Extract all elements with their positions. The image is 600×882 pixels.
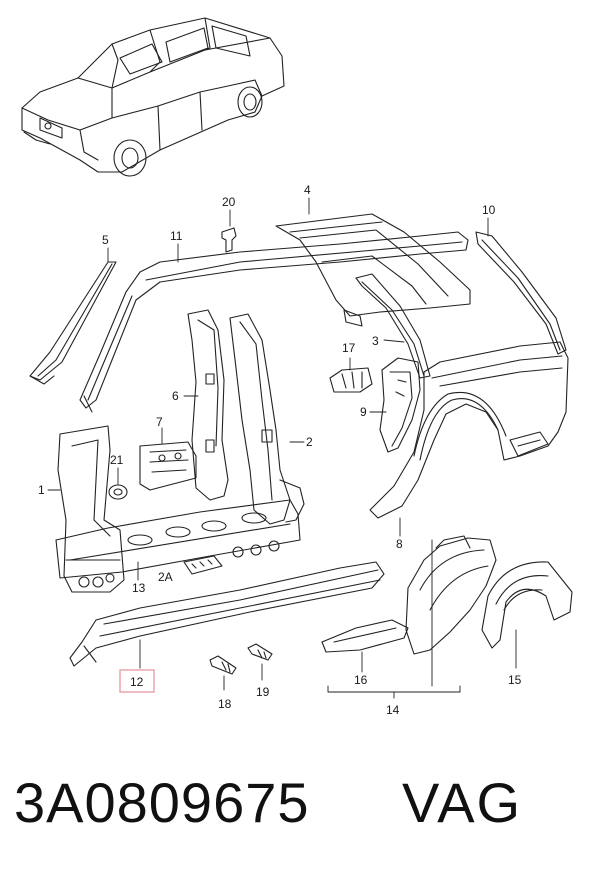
part-12-outer-sill[interactable] bbox=[69, 561, 385, 667]
callout-17: 17 bbox=[342, 341, 356, 355]
leader-lines bbox=[47, 197, 517, 699]
callout-9: 9 bbox=[360, 405, 367, 419]
callout-18: 18 bbox=[218, 697, 232, 711]
part-10-d-pillar-strip bbox=[475, 231, 567, 355]
callout-14: 14 bbox=[386, 703, 400, 717]
callout-20: 20 bbox=[222, 195, 236, 209]
part-11-roof-rail bbox=[79, 231, 469, 413]
part-5-a-pillar bbox=[29, 261, 117, 385]
part-number: 3A0809675 bbox=[14, 771, 310, 834]
brand-name: VAG bbox=[402, 771, 523, 834]
part-9-wheel-arch-inner bbox=[379, 357, 421, 453]
part-21-plug bbox=[108, 484, 128, 500]
part-2a-pad bbox=[183, 555, 223, 575]
callout-21: 21 bbox=[110, 453, 124, 467]
part-6-b-pillar-inner bbox=[187, 309, 229, 501]
callout-4: 4 bbox=[304, 183, 311, 197]
part-16-sill-extension bbox=[321, 619, 409, 653]
part-18-screw bbox=[209, 655, 237, 675]
callout-5: 5 bbox=[102, 233, 109, 247]
callout-1: 1 bbox=[38, 483, 45, 497]
callout-7: 7 bbox=[156, 415, 163, 429]
part-14-wheel-housing bbox=[405, 535, 497, 655]
part-19-screw bbox=[247, 643, 273, 661]
part-2-b-pillar-outer bbox=[229, 313, 305, 525]
part-4-roof-frame bbox=[275, 213, 471, 327]
highlight-box bbox=[119, 669, 155, 693]
callout-8: 8 bbox=[396, 537, 403, 551]
callout-19: 19 bbox=[256, 685, 270, 699]
part-17-bracket bbox=[329, 367, 373, 393]
callout-15: 15 bbox=[508, 673, 522, 687]
callout-10: 10 bbox=[482, 203, 496, 217]
callout-16: 16 bbox=[354, 673, 368, 687]
callout-2a: 2A bbox=[158, 570, 173, 584]
callout-labels: 20 4 10 5 11 3 17 6 9 7 2 21 1 8 2A 13 1… bbox=[38, 183, 522, 717]
callout-12: 12 bbox=[130, 675, 144, 689]
part-15-wheel-arch bbox=[481, 561, 573, 649]
part-13-sill-inner bbox=[55, 499, 301, 579]
car-thumbnail bbox=[21, 17, 285, 177]
part-1-hinge-pillar bbox=[57, 425, 125, 593]
part-3-c-pillar bbox=[355, 273, 431, 379]
callout-6: 6 bbox=[172, 389, 179, 403]
part-20-clip bbox=[221, 227, 237, 253]
callout-13: 13 bbox=[132, 581, 146, 595]
part-8-quarter-panel bbox=[369, 341, 569, 519]
part-7-bracket bbox=[139, 441, 197, 491]
callout-3: 3 bbox=[372, 334, 379, 348]
footer: 3A0809675 VAG bbox=[14, 770, 594, 850]
callout-2: 2 bbox=[306, 435, 313, 449]
callout-11: 11 bbox=[170, 229, 183, 243]
